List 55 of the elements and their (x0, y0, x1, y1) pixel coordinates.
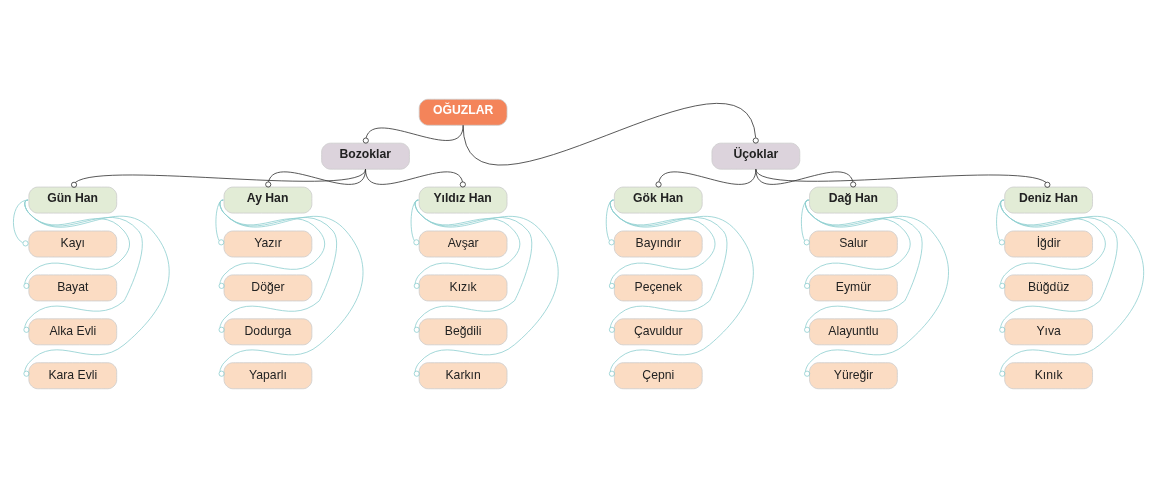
node-box: Dağ Han (809, 186, 898, 213)
node-box: Yazır (223, 230, 313, 257)
connector (218, 199, 364, 377)
connector (23, 199, 130, 289)
connector (365, 168, 466, 187)
node-box: Bayat (28, 274, 118, 301)
connector (655, 168, 757, 187)
node-box: Bozoklar (321, 142, 410, 170)
node-box: Alayuntlu (809, 317, 898, 345)
node-box: Kınık (1004, 361, 1093, 389)
node-box: Beğdili (418, 317, 508, 345)
node-box: Çavuldur (613, 317, 703, 345)
node-box: Gün Han (28, 186, 118, 213)
node-box: Karkın (418, 361, 508, 389)
connector (23, 199, 143, 333)
node-box: Avşar (418, 230, 508, 257)
node-box: Yüreğir (809, 361, 898, 389)
connector (71, 168, 366, 188)
node-box: İğdir (1004, 230, 1093, 257)
node-box: Yıldız Han (418, 186, 508, 213)
connector (23, 199, 170, 377)
connector (265, 168, 366, 187)
connector (755, 168, 1051, 188)
connector (13, 199, 29, 246)
connector (362, 124, 464, 144)
node-box: Yıva (1004, 317, 1093, 345)
node-box: Kayı (28, 230, 118, 257)
node-box: Döğer (223, 274, 313, 301)
node-box: Alka Evli (28, 317, 118, 345)
connector (410, 199, 420, 245)
node-box: Ay Han (223, 186, 313, 213)
connector (413, 199, 559, 377)
connector (804, 199, 949, 377)
connector (801, 199, 810, 245)
node-box: Deniz Han (1004, 186, 1093, 213)
node-box: Kızık (418, 274, 508, 301)
node-box: Eymür (809, 274, 898, 301)
node-box: Çepni (613, 361, 703, 389)
node-box: Kara Evli (28, 361, 118, 389)
node-box: Dodurga (223, 317, 313, 345)
node-box: OĞUZLAR (418, 98, 508, 126)
node-box: Salur (809, 230, 898, 257)
node-box: Üçoklar (711, 142, 801, 170)
connector (999, 199, 1145, 377)
connector (996, 199, 1005, 245)
node-box: Peçenek (613, 274, 703, 301)
node-box: Gök Han (613, 186, 703, 213)
node-box: Yaparlı (223, 361, 313, 389)
connector (755, 168, 857, 187)
connector (215, 199, 225, 245)
connector (605, 199, 615, 245)
connector (462, 103, 759, 165)
connector (608, 199, 754, 377)
node-box: Büğdüz (1004, 274, 1093, 301)
node-box: Bayındır (613, 230, 703, 257)
